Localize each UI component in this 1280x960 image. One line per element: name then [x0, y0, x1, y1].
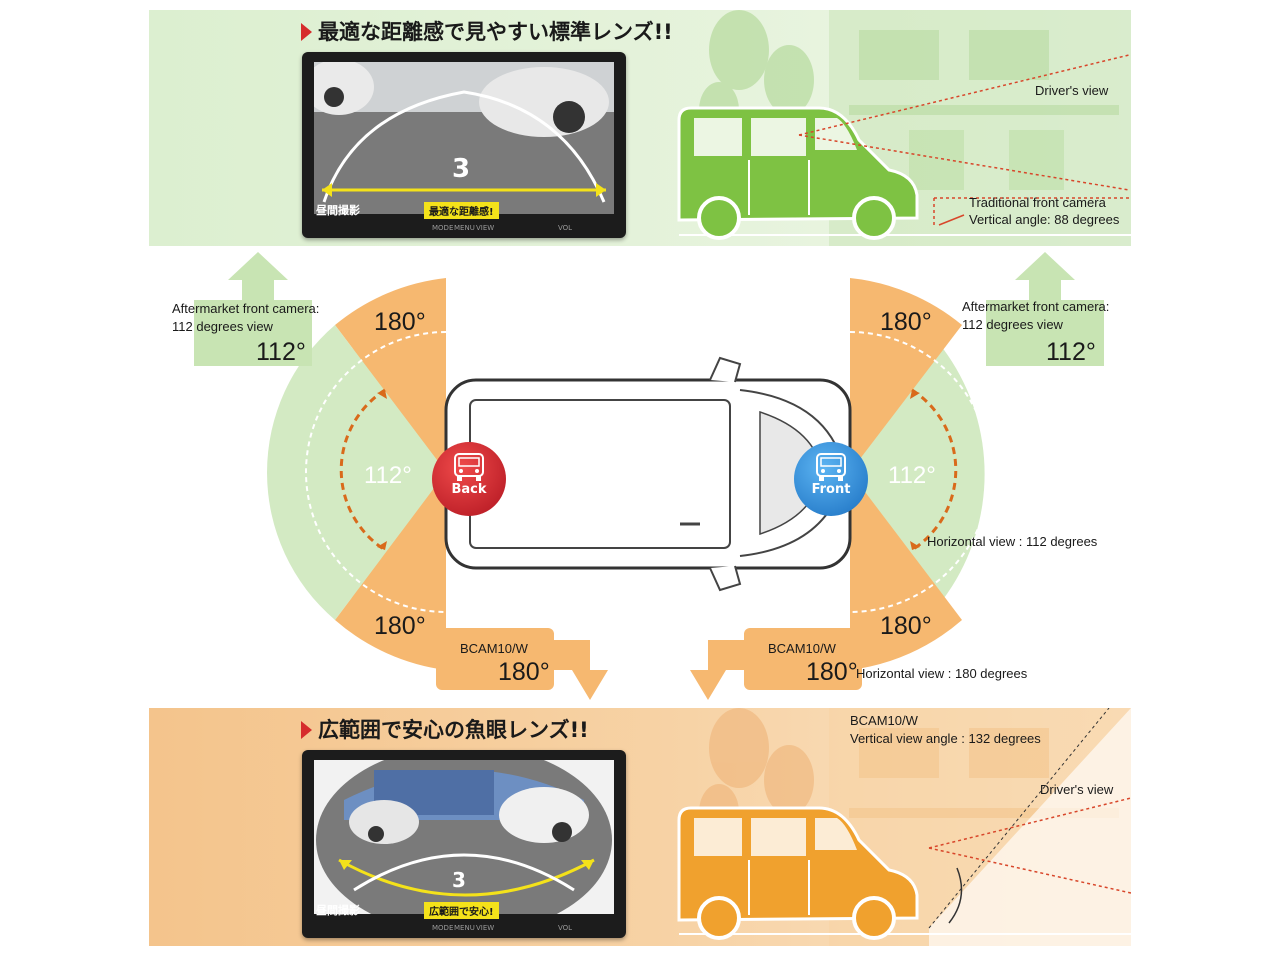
left-callout-deg: 112° [256, 338, 306, 366]
bottom-monitor-control-view: VIEW [476, 924, 495, 932]
right-top-180: 180° [880, 308, 932, 336]
green-car-side [677, 106, 919, 240]
top-monitor-control-menu: MENU [454, 224, 475, 232]
top-drivers-view: Driver's view [1035, 83, 1109, 98]
front-camera-label: Front [811, 482, 851, 497]
bullet-triangle-icon [301, 23, 312, 41]
right-inner-112: 112° [888, 462, 936, 489]
right-bottom-180: 180° [880, 612, 932, 640]
bottom-monitor-number: 3 [452, 868, 466, 892]
back-camera-label: Back [451, 482, 487, 497]
top-monitor-screen: 3 [314, 62, 614, 214]
car-front-icon [454, 453, 484, 481]
bottom-heading: 広範囲で安心の魚眼レンズ!! [301, 714, 589, 744]
car-front-icon [816, 453, 846, 481]
top-monitor-badge: 最適な距離感! [424, 202, 499, 219]
traditional-camera-line2: Vertical angle: 88 degrees [969, 212, 1120, 227]
left-inner-112: 112° [364, 462, 412, 489]
left-callout-line1: Aftermarket front camera: [172, 301, 320, 316]
bottom-monitor: 3 昼間撮影 広範囲で安心! MODE MENU VIEW VOL [302, 750, 626, 938]
top-monitor-control-vol: VOL [558, 224, 573, 232]
bottom-monitor-screen: 3 [314, 760, 614, 914]
back-camera-badge: Back [432, 442, 506, 516]
bottom-monitor-control-vol: VOL [558, 924, 573, 932]
car-top-view [444, 356, 852, 592]
left-callout-line2: 112 degrees view [172, 319, 273, 334]
bottom-drivers-view: Driver's view [1040, 782, 1114, 797]
bottom-camera-view [314, 760, 614, 914]
orange-car-side [677, 806, 919, 940]
bullet-triangle-icon [301, 721, 312, 739]
right-callout-line1: Aftermarket front camera: [962, 299, 1110, 314]
top-view-lines [798, 54, 1130, 226]
vertical-view-wedge [928, 708, 1131, 946]
front-camera-badge: Front [794, 442, 868, 516]
bottom-monitor-control-menu: MENU [454, 924, 475, 932]
top-monitor-control-mode: MODE [432, 224, 454, 232]
horizontal-112-label: Horizontal view : 112 degrees [927, 534, 1098, 549]
left-bottom-180: 180° [374, 612, 426, 640]
horizontal-180-label: Horizontal view : 180 degrees [856, 666, 1028, 681]
top-panel: 最適な距離感で見やすい標準レンズ!! Driver's view Traditi… [149, 10, 1131, 246]
bcam-left-deg: 180° [498, 658, 550, 686]
bcam-vertical-line1: BCAM10/W [850, 713, 918, 728]
bcam-right-deg: 180° [806, 658, 858, 686]
traditional-camera-line1: Traditional front camera [969, 195, 1106, 210]
bottom-monitor-caption: 昼間撮影 [316, 904, 360, 917]
top-monitor-control-view: VIEW [476, 224, 495, 232]
bottom-monitor-badge: 広範囲で安心! [424, 902, 499, 919]
right-callout-deg: 112° [1046, 338, 1096, 366]
bottom-monitor-control-mode: MODE [432, 924, 454, 932]
bcam-right-name: BCAM10/W [768, 641, 836, 656]
bcam-left-name: BCAM10/W [460, 641, 528, 656]
right-callout-line2: 112 degrees view [962, 317, 1063, 332]
middle-diagram [194, 252, 1104, 700]
top-monitor: 3 昼間撮影 最適な距離感! MODE MENU VIEW VOL [302, 52, 626, 238]
top-monitor-caption: 昼間撮影 [316, 204, 360, 217]
bottom-panel: 広範囲で安心の魚眼レンズ!! BCAM10/W Vertical view an… [149, 708, 1131, 946]
bcam-vertical-line2: Vertical view angle : 132 degrees [850, 731, 1041, 746]
top-camera-view [314, 62, 614, 214]
top-monitor-number: 3 [452, 154, 471, 184]
top-heading: 最適な距離感で見やすい標準レンズ!! [301, 16, 673, 46]
left-top-180: 180° [374, 308, 426, 336]
